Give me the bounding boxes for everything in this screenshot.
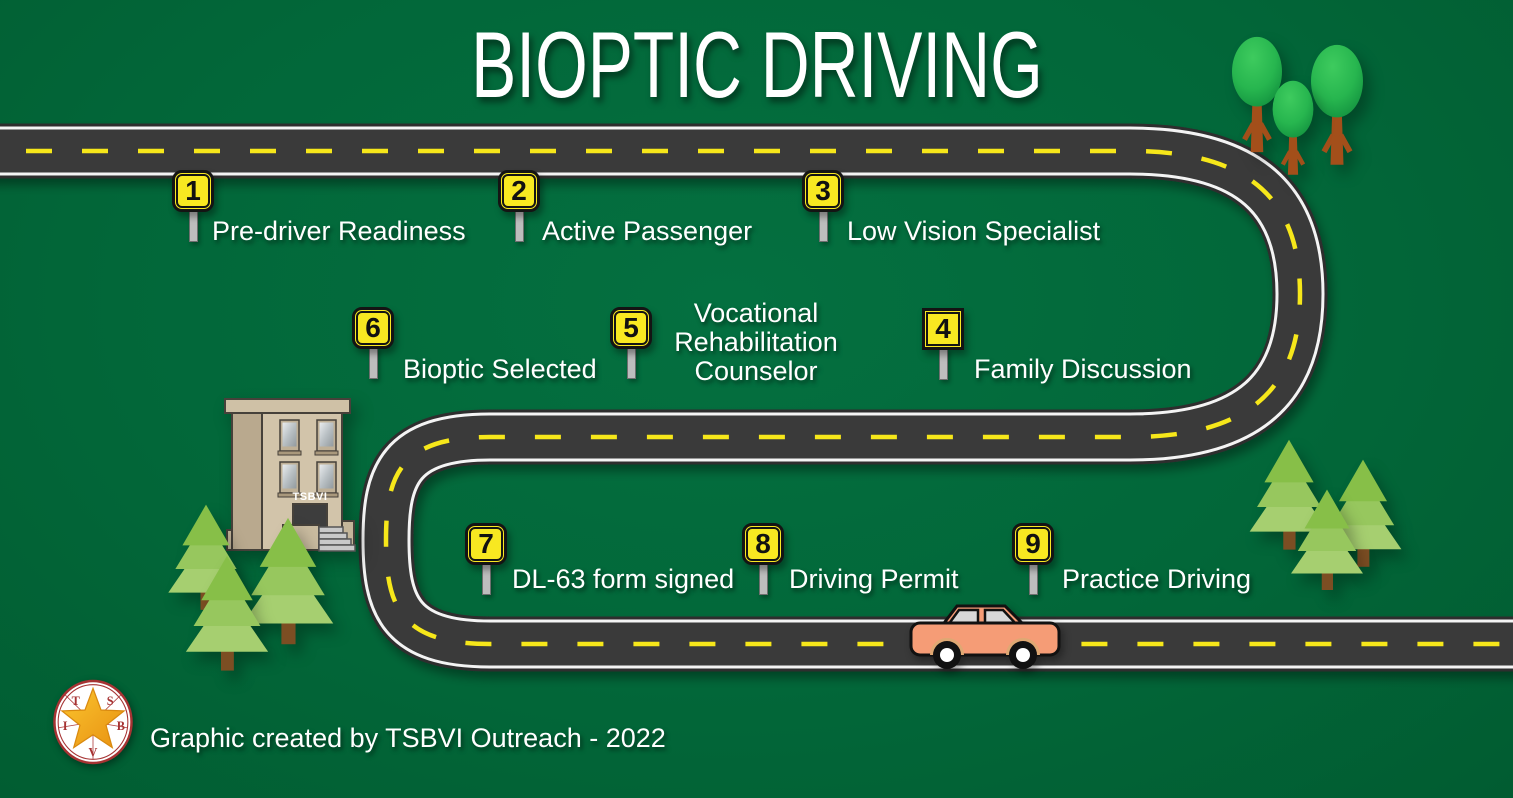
logo-letter-i: I — [63, 719, 68, 733]
car-icon — [909, 604, 1061, 669]
milestone-sign-6: 6 — [352, 307, 394, 379]
sign-number: 6 — [365, 312, 381, 343]
milestone-sign-7: 7 — [465, 523, 507, 595]
logo-letter-t: T — [72, 694, 81, 708]
sign-plate: 1 — [172, 170, 214, 212]
credit-text: Graphic created by TSBVI Outreach - 2022 — [150, 723, 666, 753]
tsbvi-star-logo: T S I B V — [53, 679, 133, 765]
milestone-label-6: Bioptic Selected — [403, 354, 597, 384]
milestone-label-7: DL-63 form signed — [512, 564, 735, 594]
milestone-sign-9: 9 — [1012, 523, 1054, 595]
sign-plate: 3 — [802, 170, 844, 212]
sign-post-icon — [1028, 563, 1038, 595]
logo-letter-b: B — [117, 719, 125, 733]
milestone-sign-4: 4 — [922, 308, 964, 380]
milestone-sign-8: 8 — [742, 523, 784, 595]
pine-tree-icon — [1286, 488, 1368, 593]
milestone-sign-1: 1 — [172, 170, 214, 242]
sign-plate: 9 — [1012, 523, 1054, 565]
sign-number: 5 — [623, 312, 639, 343]
milestone-sign-2: 2 — [498, 170, 540, 242]
milestone-label-9: Practice Driving — [1062, 564, 1252, 594]
sign-number: 2 — [511, 175, 527, 206]
milestone-label-8: Driving Permit — [789, 564, 959, 594]
sign-post-icon — [188, 210, 198, 242]
milestone-label-5: Vocational Rehabilitation Counselor — [674, 298, 838, 386]
milestone-label-4: Family Discussion — [974, 354, 1192, 384]
milestone-sign-3: 3 — [802, 170, 844, 242]
page-title: BIOPTIC DRIVING — [470, 12, 1043, 117]
sign-post-icon — [758, 563, 768, 595]
sign-plate: 8 — [742, 523, 784, 565]
header: BIOPTIC DRIVING — [0, 18, 1513, 112]
sign-plate: 2 — [498, 170, 540, 212]
sign-number: 4 — [935, 313, 951, 344]
milestone-label-1: Pre-driver Readiness — [212, 216, 466, 246]
sign-number: 7 — [478, 528, 494, 559]
building-sign-label: TSBVI — [293, 491, 328, 503]
pine-tree-icon — [183, 554, 271, 674]
milestone-label-2: Active Passenger — [542, 216, 753, 246]
tsbvi-building-icon: TSBVI — [224, 398, 356, 552]
logo-letter-v: V — [89, 745, 98, 759]
sign-number: 8 — [755, 528, 771, 559]
sign-plate: 4 — [922, 308, 964, 350]
logo-letter-s: S — [107, 694, 114, 708]
sign-plate: 7 — [465, 523, 507, 565]
sign-post-icon — [514, 210, 524, 242]
sign-plate: 5 — [610, 307, 652, 349]
sign-post-icon — [938, 348, 948, 380]
sign-number: 9 — [1025, 528, 1041, 559]
milestone-sign-5: 5 — [610, 307, 652, 379]
sign-post-icon — [481, 563, 491, 595]
sign-post-icon — [818, 210, 828, 242]
sign-number: 3 — [815, 175, 831, 206]
sign-post-icon — [368, 347, 378, 379]
sign-post-icon — [626, 347, 636, 379]
sign-number: 1 — [185, 175, 201, 206]
sign-plate: 6 — [352, 307, 394, 349]
milestone-label-3: Low Vision Specialist — [847, 216, 1101, 246]
